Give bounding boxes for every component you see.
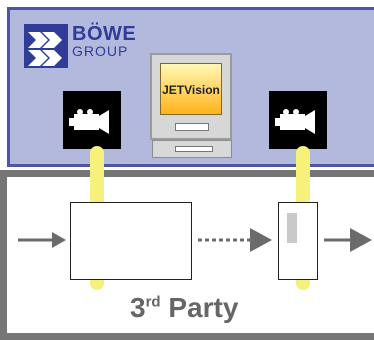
monitor-base — [152, 140, 232, 158]
company-subtitle: GROUP — [72, 43, 129, 59]
third-party-label: 3rd Party — [130, 292, 238, 324]
monitor-screen: JETVision — [160, 63, 222, 115]
monitor-icon: JETVision — [150, 53, 232, 140]
party-suffix: rd — [145, 293, 161, 311]
camera-icon — [69, 109, 109, 134]
third-party-left-border — [0, 177, 7, 340]
company-name: BÖWE — [72, 23, 137, 45]
jetvision-label: JETVision — [162, 83, 220, 97]
monitor-button — [175, 123, 209, 131]
camera-icon — [275, 109, 315, 134]
camera-left — [63, 91, 121, 149]
party-text: Party — [160, 292, 239, 323]
logo-text: BÖWE GROUP — [72, 24, 136, 59]
system-divider — [0, 170, 374, 177]
document-input — [70, 202, 192, 280]
document-output — [278, 202, 318, 280]
document-mark — [287, 213, 297, 243]
base-slot — [175, 146, 213, 152]
party-number: 3 — [130, 292, 146, 323]
boewe-logo-icon — [24, 24, 68, 68]
third-party-bottom-border — [0, 333, 374, 340]
camera-right — [269, 91, 327, 149]
boewe-group-logo: BÖWE GROUP — [24, 24, 136, 70]
